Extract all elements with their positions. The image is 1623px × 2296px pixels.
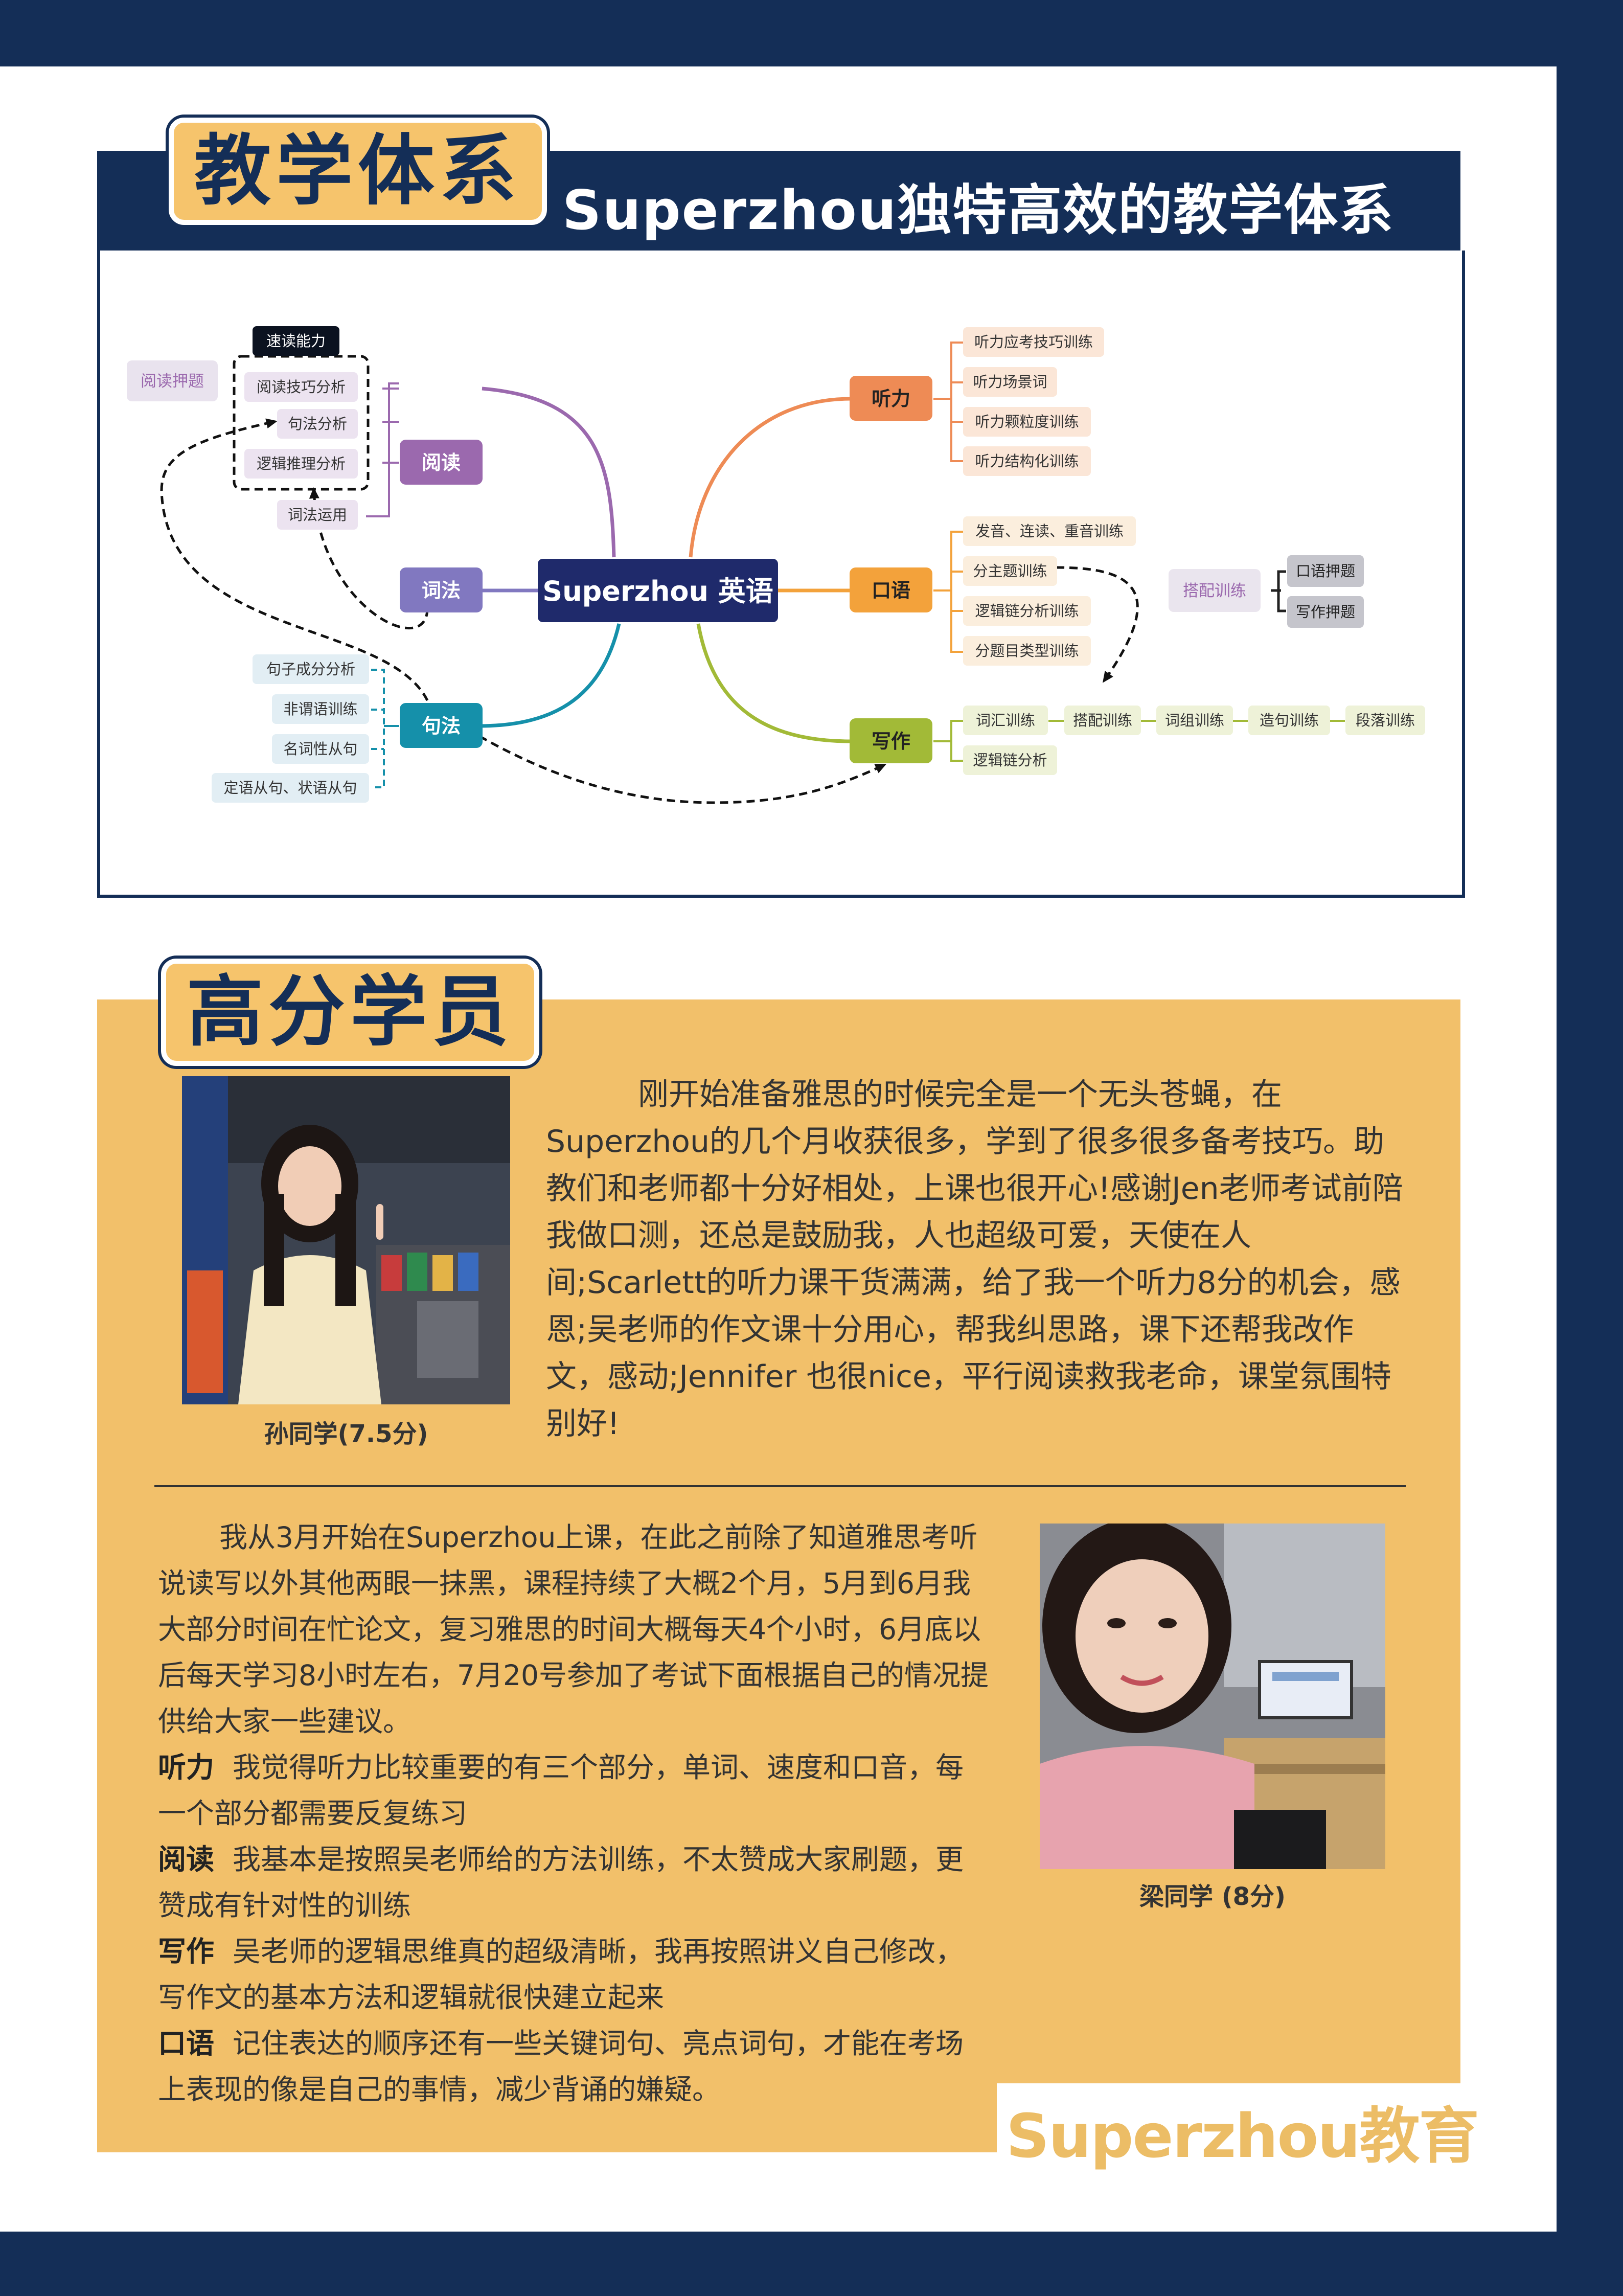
logo-backdrop xyxy=(997,2083,1461,2155)
reading-item-1: 句法分析 xyxy=(288,415,347,433)
student2-tip-writing: 写作吴老师的逻辑思维真的超级清晰，我再按照讲义自己修改，写作文的基本方法和逻辑就… xyxy=(158,1928,991,2020)
section1-badge-text: 教学体系 xyxy=(169,118,547,225)
link-center-listening xyxy=(689,397,851,558)
link-center-writing xyxy=(696,623,851,743)
speaking-item-0: 发音、连读、重音训练 xyxy=(975,522,1124,540)
branch-reading: 阅读 xyxy=(422,451,461,474)
reading-item-0: 阅读技巧分析 xyxy=(257,378,346,396)
student1-quote: 刚开始准备雅思的时候完全是一个无头苍蝇，在Superzhou的几个月收获很多，学… xyxy=(546,1071,1410,1447)
syntax-item-2: 名词性从句 xyxy=(283,740,357,758)
branch-lexis: 词法 xyxy=(422,579,461,602)
link-center-syntax xyxy=(479,623,621,728)
tip-label: 口语 xyxy=(158,2027,215,2060)
predict-item-1: 写作押题 xyxy=(1296,603,1355,621)
brand-logo: Superzhou教育 xyxy=(1006,2101,1479,2171)
student2-photo xyxy=(1040,1524,1385,1869)
syntax-item-0: 句子成分分析 xyxy=(266,661,355,678)
syntax-item-1: 非谓语训练 xyxy=(283,700,357,718)
speaking-item-3: 分题目类型训练 xyxy=(975,642,1079,660)
tip-text: 记住表达的顺序还有一些关键词句、亮点词句，才能在考场上表现的像是自己的事情，减少… xyxy=(158,2027,964,2106)
branch-speaking: 口语 xyxy=(872,579,910,602)
tip-label: 听力 xyxy=(158,1751,215,1784)
tip-label: 阅读 xyxy=(158,1843,215,1876)
student1-photo xyxy=(182,1076,510,1404)
reading-predict-label: 阅读押题 xyxy=(141,372,204,391)
listening-item-3: 听力结构化训练 xyxy=(975,452,1079,470)
section2-divider xyxy=(154,1485,1406,1487)
section1-title: Superzhou独特高效的教学体系 xyxy=(562,179,1395,242)
link-center-reading xyxy=(482,387,616,558)
writing-chain-2: 词组训练 xyxy=(1165,712,1224,729)
reading-item-3: 词法运用 xyxy=(288,506,347,524)
mindmap: Superzhou 英语 阅读 词法 句法 听力 口语 写作 速读能力 阅读押题… xyxy=(127,326,1425,804)
tip-label: 写作 xyxy=(158,1935,215,1968)
listening-item-0: 听力应考技巧训练 xyxy=(974,333,1093,351)
speed-reading-label: 速读能力 xyxy=(266,332,326,350)
tip-text: 我觉得听力比较重要的有三个部分，单词、速度和口音，每一个部分都需要反复练习 xyxy=(158,1751,964,1830)
writing-chain-4: 段落训练 xyxy=(1356,712,1415,729)
writing-chain-0: 词汇训练 xyxy=(976,712,1035,729)
writing-logic-label: 逻辑链分析 xyxy=(973,752,1047,769)
writing-chain-3: 造句训练 xyxy=(1260,712,1319,729)
student1-quote-text: 刚开始准备雅思的时候完全是一个无头苍蝇，在Superzhou的几个月收获很多，学… xyxy=(546,1077,1403,1442)
branch-listening: 听力 xyxy=(872,388,910,410)
speaking-item-2: 逻辑链分析训练 xyxy=(975,602,1079,620)
student2-tip-reading: 阅读我基本是按照吴老师给的方法训练，不太赞成大家刷题，更赞成有针对性的训练 xyxy=(158,1836,991,1928)
writing-chain-1: 搭配训练 xyxy=(1073,712,1132,729)
reading-item-2: 逻辑推理分析 xyxy=(257,455,346,472)
syntax-item-3: 定语从句、状语从句 xyxy=(223,779,357,797)
student2-tip-speaking: 口语记住表达的顺序还有一些关键词句、亮点词句，才能在考场上表现的像是自己的事情，… xyxy=(158,2020,991,2112)
tip-text: 我基本是按照吴老师给的方法训练，不太赞成大家刷题，更赞成有针对性的训练 xyxy=(158,1843,964,1922)
section1-badge: 教学体系 xyxy=(169,118,547,225)
mindmap-center-node xyxy=(538,559,778,622)
student1-caption: 孙同学(7.5分) xyxy=(264,1420,428,1448)
branch-syntax: 句法 xyxy=(422,715,461,737)
tip-text: 吴老师的逻辑思维真的超级清晰，我再按照讲义自己修改，写作文的基本方法和逻辑就很快… xyxy=(158,1935,964,2014)
collocation-training-label: 搭配训练 xyxy=(1183,582,1246,600)
student2-intro: 我从3月开始在Superzhou上课，在此之前除了知道雅思考听说读写以外其他两眼… xyxy=(158,1521,989,1738)
listening-item-2: 听力颗粒度训练 xyxy=(975,413,1079,430)
speaking-item-1: 分主题训练 xyxy=(973,562,1047,580)
section2-badge-text: 高分学员 xyxy=(161,959,540,1066)
student2-caption: 梁同学 (8分) xyxy=(1139,1882,1286,1911)
student2-tip-listening: 听力我觉得听力比较重要的有三个部分，单词、速度和口音，每一个部分都需要反复练习 xyxy=(158,1744,991,1836)
student2-quote: 我从3月开始在Superzhou上课，在此之前除了知道雅思考听说读写以外其他两眼… xyxy=(158,1514,991,2112)
predict-item-0: 口语押题 xyxy=(1296,562,1355,580)
branch-writing: 写作 xyxy=(872,730,910,753)
mindmap-center-label: Superzhou 英语 xyxy=(542,575,773,607)
section2-badge: 高分学员 xyxy=(161,959,540,1066)
listening-item-1: 听力场景词 xyxy=(973,373,1047,391)
